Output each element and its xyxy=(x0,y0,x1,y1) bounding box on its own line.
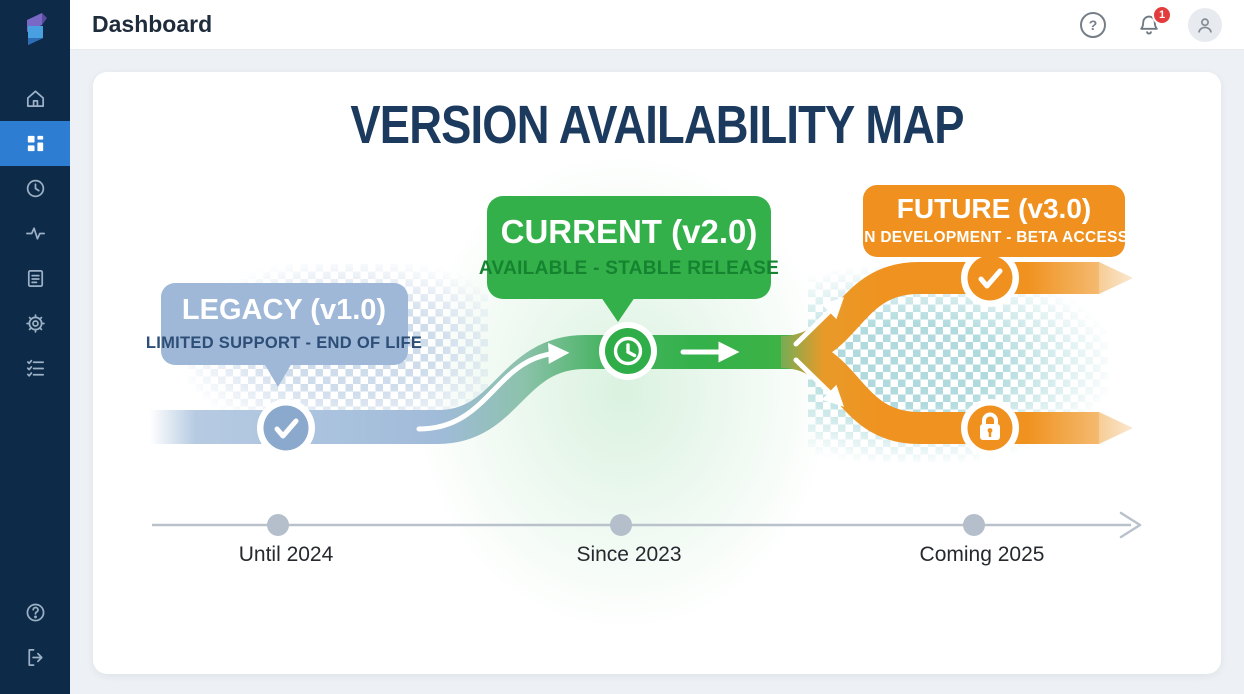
app-logo[interactable] xyxy=(0,0,70,58)
flow-arrows xyxy=(416,297,845,432)
checklist-icon xyxy=(26,359,44,377)
future-status: IN DEVELOPMENT - BETA ACCESS xyxy=(860,229,1129,246)
lock-icon xyxy=(980,412,1000,440)
dashboard-icon xyxy=(27,135,43,152)
header-actions: ? 1 xyxy=(1076,4,1222,42)
sidebar-item-activity[interactable] xyxy=(0,211,70,256)
map-title: VERSION AVAILABILITY MAP xyxy=(350,95,964,155)
sidebar-item-help[interactable] xyxy=(0,590,70,635)
legacy-bubble: LEGACY (v1.0) LIMITED SUPPORT - END OF L… xyxy=(146,283,422,387)
logout-icon xyxy=(27,648,43,667)
sidebar-item-dashboard[interactable] xyxy=(0,121,70,166)
help-icon xyxy=(26,603,44,622)
timeline: Until 2024 Since 2023 Coming 2025 xyxy=(152,511,1142,566)
help-button[interactable]: ? xyxy=(1076,8,1110,42)
future-title: FUTURE (v3.0) xyxy=(897,193,1091,224)
timeline-label-legacy: Until 2024 xyxy=(239,543,334,566)
page-title: Dashboard xyxy=(92,11,213,37)
sidebar-nav xyxy=(0,76,70,391)
version-map-card: LEGACY (v1.0) LIMITED SUPPORT - END OF L… xyxy=(93,72,1221,674)
current-bubble: CURRENT (v2.0) AVAILABLE - STABLE RELEAS… xyxy=(479,196,779,322)
main-area: LEGACY (v1.0) LIMITED SUPPORT - END OF L… xyxy=(70,50,1244,694)
timeline-label-current: Since 2023 xyxy=(576,543,681,566)
sidebar xyxy=(0,0,70,694)
help-icon: ? xyxy=(1080,11,1106,38)
legacy-status: LIMITED SUPPORT - END OF LIFE xyxy=(146,334,422,352)
sidebar-item-tasks[interactable] xyxy=(0,346,70,391)
user-avatar[interactable] xyxy=(1188,7,1222,42)
legacy-title: LEGACY (v1.0) xyxy=(182,294,386,326)
activity-icon xyxy=(25,227,45,240)
clock-face-icon xyxy=(613,336,643,366)
future-lower-band xyxy=(779,336,1133,444)
fork-up-arrow xyxy=(793,297,845,347)
sidebar-item-logout[interactable] xyxy=(0,635,70,680)
user-icon xyxy=(1198,17,1212,33)
current-title: CURRENT (v2.0) xyxy=(501,213,758,250)
timeline-dot-current xyxy=(610,514,632,536)
fork-down-arrow xyxy=(793,357,845,407)
check-icon xyxy=(978,268,1003,289)
document-icon xyxy=(27,269,43,288)
future-bubble: FUTURE (v3.0) IN DEVELOPMENT - BETA ACCE… xyxy=(860,185,1129,257)
timeline-arrow-icon xyxy=(1119,511,1142,539)
timeline-label-future: Coming 2025 xyxy=(920,543,1045,566)
sidebar-bottom xyxy=(0,590,70,680)
timeline-dot-legacy xyxy=(267,514,289,536)
version-map-diagram: LEGACY (v1.0) LIMITED SUPPORT - END OF L… xyxy=(146,185,1142,566)
check-icon xyxy=(274,418,299,439)
legacy-check-badge xyxy=(257,399,315,457)
future-lock-badge xyxy=(961,399,1019,457)
timeline-dot-future xyxy=(963,514,985,536)
sidebar-item-reports[interactable] xyxy=(0,256,70,301)
future-check-badge xyxy=(961,249,1019,307)
sidebar-item-history[interactable] xyxy=(0,166,70,211)
current-clock-badge xyxy=(599,322,657,380)
clock-icon xyxy=(26,179,44,198)
sidebar-item-settings[interactable] xyxy=(0,301,70,346)
home-icon xyxy=(26,90,44,108)
notification-badge: 1 xyxy=(1152,4,1172,25)
logo-icon xyxy=(27,13,47,45)
top-header: Dashboard ? 1 xyxy=(70,0,1244,50)
merge-arrow xyxy=(416,342,570,432)
gear-icon xyxy=(25,314,45,333)
current-status: AVAILABLE - STABLE RELEASE xyxy=(479,258,779,279)
sidebar-item-home[interactable] xyxy=(0,76,70,121)
notifications-button[interactable]: 1 xyxy=(1132,4,1172,42)
